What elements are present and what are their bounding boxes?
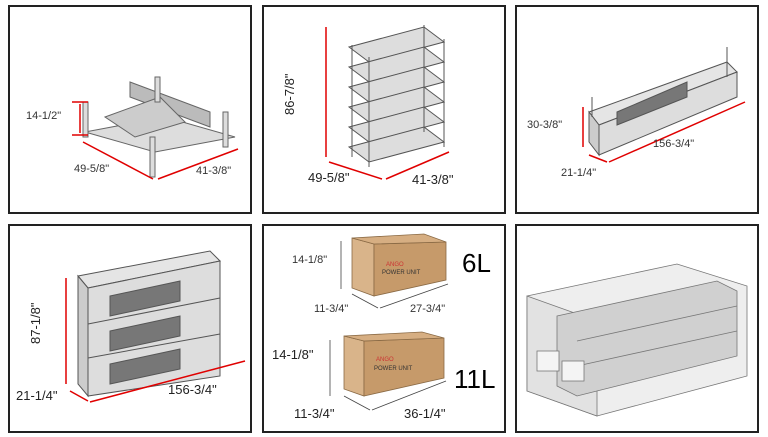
height-dimension: 14-1/2" <box>26 110 62 122</box>
box-6l-height: 14-1/8" <box>292 254 328 266</box>
depth-dimension: 21-1/4" <box>16 388 58 403</box>
width-dimension: 41-3/8" <box>412 172 454 187</box>
box-6l-size: 6L <box>462 248 491 278</box>
box-11l-height: 14-1/8" <box>272 347 314 362</box>
box-6l-depth: 11-3/4" <box>314 303 349 315</box>
single-rack-panel: 30-3/8" 21-1/4" 156-3/4" <box>515 5 759 214</box>
brand-logo: ANGO <box>386 262 404 268</box>
brand-logo: ANGO <box>376 357 394 363</box>
box-6l-length: 27-3/4" <box>410 303 446 315</box>
single-frame-drawing <box>72 76 239 180</box>
single-frame-panel: 14-1/2" 49-5/8" 41-3/8" <box>8 5 252 214</box>
length-dimension: 49-5/8" <box>74 163 110 175</box>
box-11l-size: 11L <box>454 364 496 394</box>
box-label: POWER UNIT <box>374 366 413 372</box>
single-rack-drawing <box>582 47 746 163</box>
height-dimension: 87-1/8" <box>28 302 43 344</box>
boxes-drawing <box>329 233 449 411</box>
length-dimension: 49-5/8" <box>308 170 350 185</box>
box-label: POWER UNIT <box>382 270 421 276</box>
length-dimension: 156-3/4" <box>653 138 695 150</box>
stacked-frame-drawing <box>325 25 450 180</box>
width-dimension: 41-3/8" <box>196 165 232 177</box>
length-dimension: 156-3/4" <box>168 382 217 397</box>
height-dimension: 30-3/8" <box>527 119 563 131</box>
box-11l-length: 36-1/4" <box>404 406 446 421</box>
shipping-boxes-panel: ANGO POWER UNIT 14-1/8" 11-3/4" 27-3/4" … <box>262 224 506 433</box>
container-loading-drawing <box>526 263 748 417</box>
box-11l-depth: 11-3/4" <box>294 406 335 421</box>
stacked-rack-drawing <box>65 250 246 403</box>
height-dimension: 86-7/8" <box>282 73 297 115</box>
stacked-rack-panel: 87-1/8" 21-1/4" 156-3/4" <box>8 224 252 433</box>
container-loading-panel <box>515 224 759 433</box>
stacked-frame-panel: 86-7/8" 49-5/8" 41-3/8" <box>262 5 506 214</box>
depth-dimension: 21-1/4" <box>561 167 597 179</box>
